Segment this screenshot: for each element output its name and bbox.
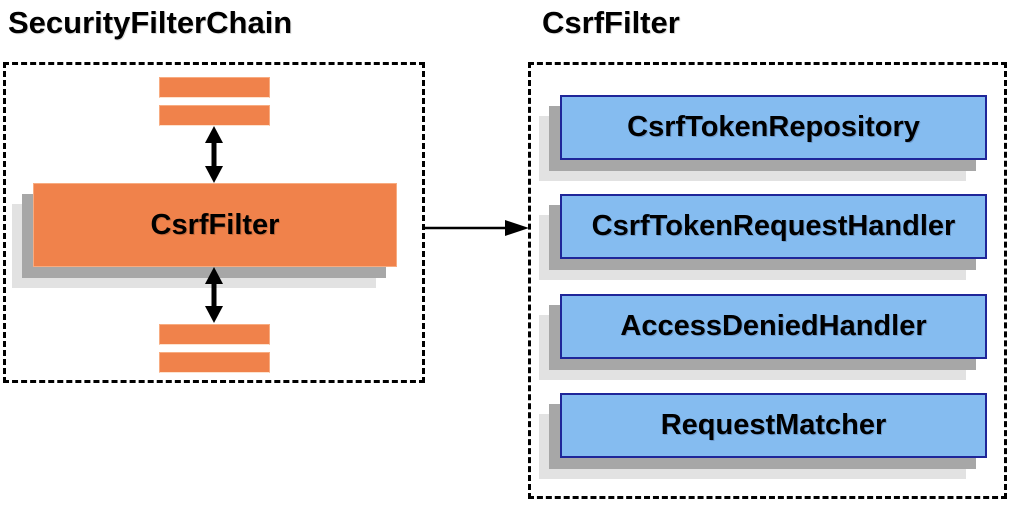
filter-placeholder-bar — [159, 105, 270, 126]
component-box-csrf-token-repository: CsrfTokenRepository — [560, 95, 987, 160]
filter-placeholder-bar — [159, 352, 270, 373]
component-label: CsrfTokenRepository — [627, 111, 920, 143]
component-box-access-denied-handler: AccessDeniedHandler — [560, 294, 987, 359]
security-filter-chain-title: SecurityFilterChain — [8, 5, 293, 40]
csrf-filter-box: CsrfFilter — [33, 183, 397, 267]
filter-placeholder-bar — [159, 77, 270, 98]
right-arrow-icon — [423, 220, 529, 236]
csrf-filter-section-title: CsrfFilter — [542, 5, 680, 40]
component-box-request-matcher: RequestMatcher — [560, 393, 987, 458]
component-label: AccessDeniedHandler — [620, 310, 927, 342]
security-filter-chain-container — [3, 62, 425, 383]
component-label: RequestMatcher — [660, 409, 887, 441]
csrf-filter-container — [528, 62, 1007, 499]
csrf-filter-box-label: CsrfFilter — [150, 208, 280, 241]
component-label: CsrfTokenRequestHandler — [591, 210, 956, 242]
component-box-csrf-token-request-handler: CsrfTokenRequestHandler — [560, 194, 987, 259]
filter-placeholder-bar — [159, 324, 270, 345]
